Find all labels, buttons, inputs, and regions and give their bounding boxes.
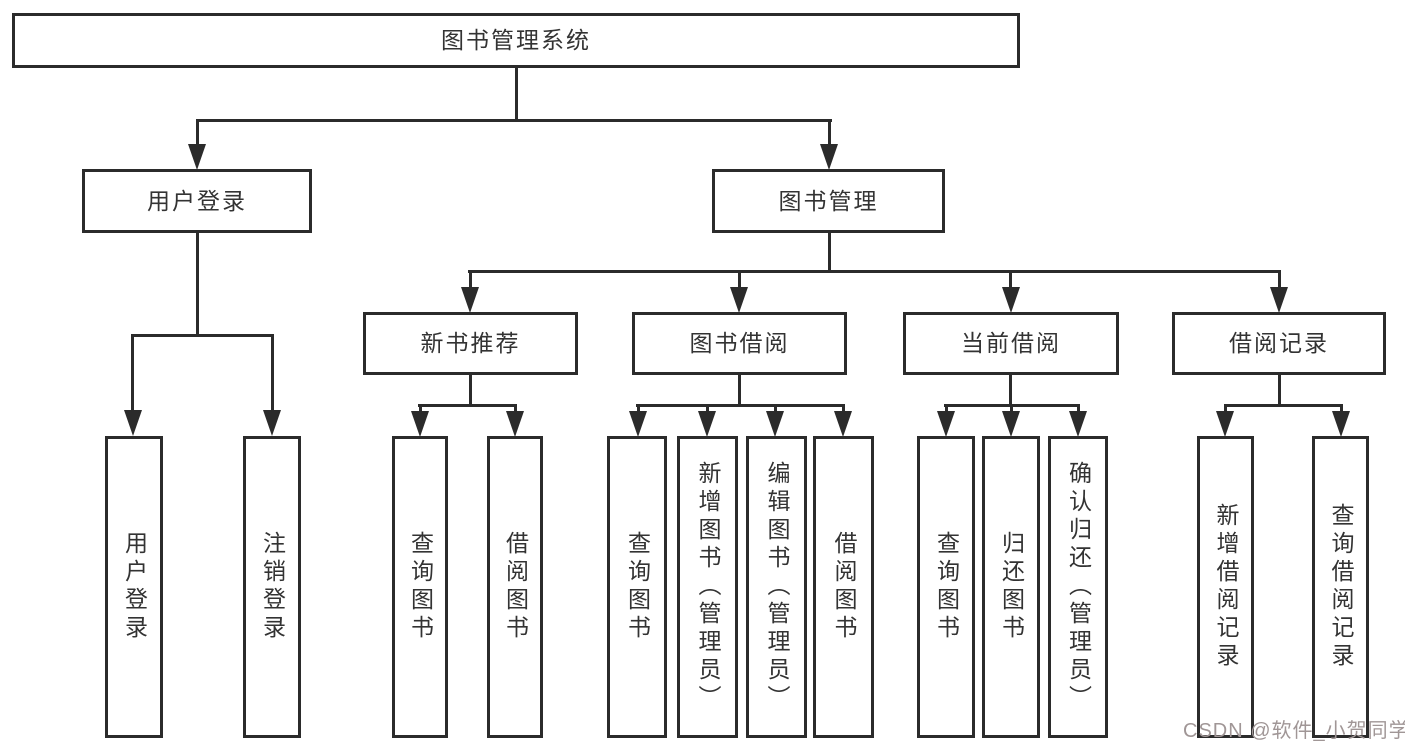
node-current-borrow: 当前借阅 [903, 312, 1119, 375]
arrow-down-icon [506, 411, 524, 437]
leaf-return-book: 归还图书 [982, 436, 1040, 738]
connector-line [468, 270, 1281, 273]
connector-line [1224, 404, 1227, 414]
connector-line [131, 334, 273, 337]
node-label: 借阅记录 [1229, 330, 1329, 356]
node-label: 新增借阅记录 [1213, 503, 1239, 671]
arrow-down-icon [820, 144, 838, 170]
arrow-down-icon [1069, 411, 1087, 437]
connector-line [515, 66, 518, 121]
connector-line [469, 373, 472, 407]
connector-line [706, 404, 709, 414]
node-label: 注销登录 [259, 531, 286, 643]
arrow-down-icon [188, 144, 206, 170]
connector-line [1010, 404, 1013, 414]
arrow-down-icon [629, 411, 647, 437]
arrow-down-icon [124, 410, 142, 436]
arrow-down-icon [1002, 287, 1020, 313]
leaf-borrow-book-recommend: 借阅图书 [487, 436, 543, 738]
connector-line [418, 404, 517, 407]
arrow-down-icon [698, 411, 716, 437]
node-label: 用户登录 [121, 531, 148, 643]
node-label: 图书借阅 [689, 330, 790, 356]
connector-line [842, 404, 845, 414]
leaf-query-borrow-record: 查询借阅记录 [1312, 436, 1369, 738]
node-label: 借阅图书 [502, 531, 529, 643]
connector-line [514, 404, 517, 414]
node-user-login: 用户登录 [82, 169, 312, 233]
connector-line [1278, 270, 1281, 290]
connector-line [828, 119, 831, 147]
node-label: 确认归还（管理员） [1065, 461, 1092, 713]
arrow-down-icon [263, 410, 281, 436]
leaf-user-login: 用户登录 [105, 436, 163, 738]
connector-line [196, 231, 199, 336]
node-label: 当前借阅 [961, 330, 1061, 356]
node-label: 图书管理 [778, 187, 879, 214]
node-label: 新书推荐 [420, 330, 521, 356]
connector-line [196, 119, 199, 147]
node-label: 用户登录 [147, 187, 247, 214]
connector-line [828, 231, 831, 272]
connector-line [637, 404, 640, 414]
node-label: 查询图书 [933, 531, 960, 643]
arrow-down-icon [1002, 411, 1020, 437]
node-book-management: 图书管理 [712, 169, 945, 233]
leaf-query-book-borrow: 查询图书 [607, 436, 667, 738]
node-label: 新增图书（管理员） [695, 461, 721, 713]
arrow-down-icon [937, 411, 955, 437]
arrow-down-icon [1270, 287, 1288, 313]
connector-line [1278, 373, 1281, 407]
connector-line [1009, 373, 1012, 407]
connector-line [1224, 404, 1343, 407]
connector-line [738, 270, 741, 290]
arrow-down-icon [1332, 411, 1350, 437]
node-label: 查询图书 [624, 531, 651, 643]
leaf-confirm-return-admin: 确认归还（管理员） [1048, 436, 1108, 738]
connector-line [196, 119, 832, 122]
node-borrow-record: 借阅记录 [1172, 312, 1386, 375]
node-label: 编辑图书（管理员） [764, 461, 790, 713]
leaf-edit-book-admin: 编辑图书（管理员） [746, 436, 807, 738]
leaf-query-book-current: 查询图书 [917, 436, 975, 738]
connector-line [738, 373, 741, 407]
node-label: 查询借阅记录 [1328, 503, 1354, 671]
leaf-query-book-recommend: 查询图书 [392, 436, 448, 738]
arrow-down-icon [834, 411, 852, 437]
connector-line [1077, 404, 1080, 414]
node-label: 借阅图书 [831, 531, 857, 643]
arrow-down-icon [411, 411, 429, 437]
arrow-down-icon [1216, 411, 1234, 437]
connector-line [774, 404, 777, 414]
connector-line [945, 404, 948, 414]
watermark: CSDN @软件_小贺同学 [1183, 720, 1405, 742]
connector-line [1340, 404, 1343, 414]
leaf-logout: 注销登录 [243, 436, 301, 738]
node-book-borrow: 图书借阅 [632, 312, 847, 375]
arrow-down-icon [730, 287, 748, 313]
node-label: 图书管理系统 [441, 27, 591, 53]
node-label: 查询图书 [407, 531, 434, 643]
arrow-down-icon [766, 411, 784, 437]
leaf-add-book-admin: 新增图书（管理员） [677, 436, 738, 738]
node-label: 归还图书 [998, 531, 1025, 643]
connector-line [419, 404, 422, 414]
connector-line [1009, 270, 1012, 290]
node-new-book-recommend: 新书推荐 [363, 312, 578, 375]
connector-line [469, 270, 472, 290]
node-root: 图书管理系统 [12, 13, 1020, 68]
connector-line [636, 404, 845, 407]
arrow-down-icon [461, 287, 479, 313]
connector-line [271, 334, 274, 412]
connector-line [131, 334, 134, 412]
leaf-add-borrow-record: 新增借阅记录 [1197, 436, 1254, 738]
leaf-borrow-book: 借阅图书 [813, 436, 874, 738]
